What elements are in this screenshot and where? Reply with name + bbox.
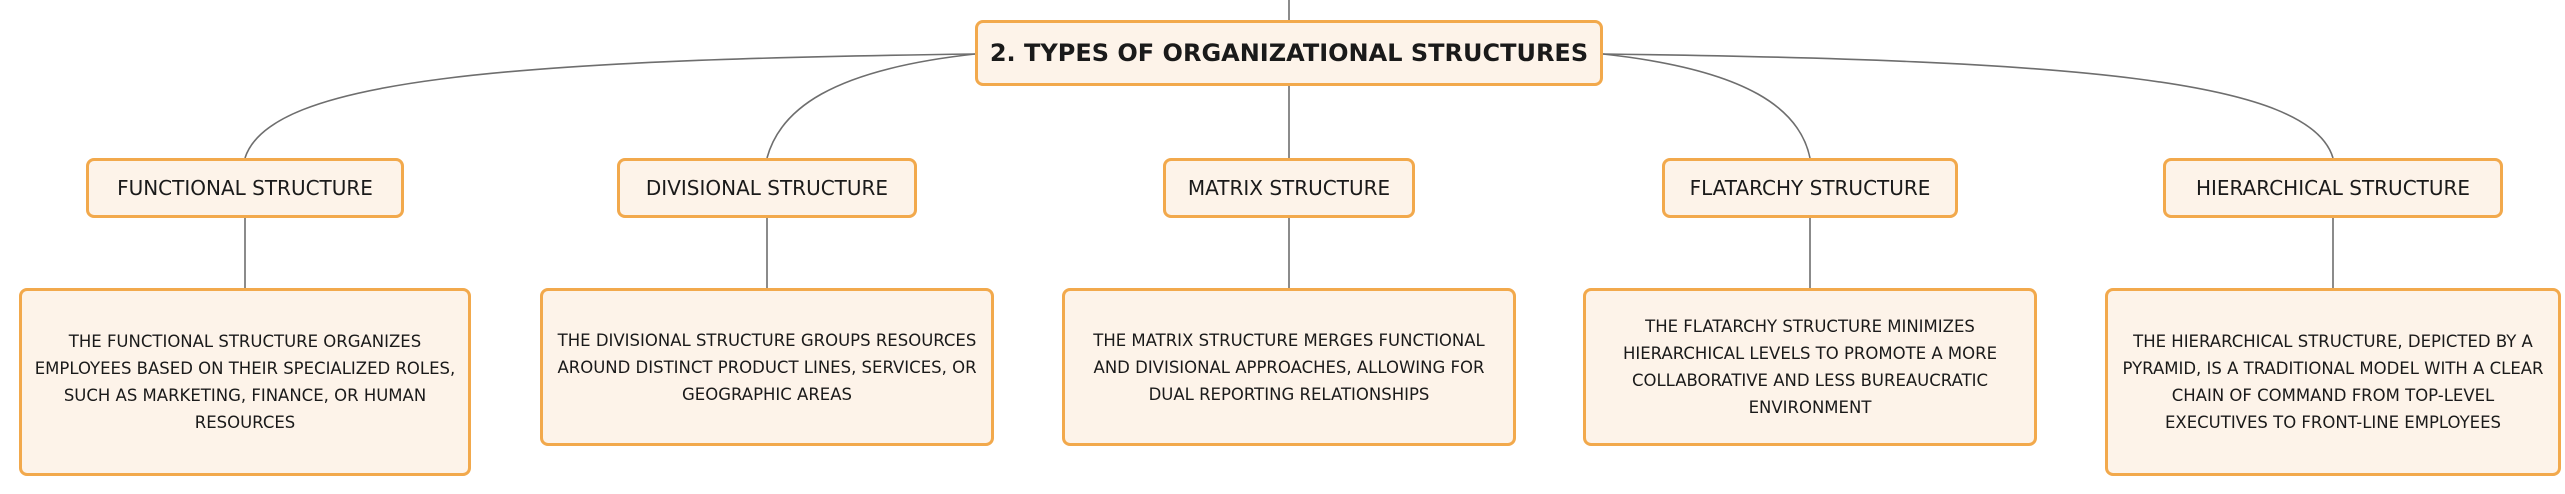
- topic-hierarchical-structure[interactable]: HIERARCHICAL STRUCTURE: [2163, 158, 2503, 218]
- description-divisional-structure[interactable]: THE DIVISIONAL STRUCTURE GROUPS RESOURCE…: [540, 288, 994, 446]
- topic-label: FLATARCHY STRUCTURE: [1689, 176, 1931, 200]
- description-hierarchical-structure[interactable]: THE HIERARCHICAL STRUCTURE, DEPICTED BY …: [2105, 288, 2561, 476]
- description-matrix-structure[interactable]: THE MATRIX STRUCTURE MERGES FUNCTIONAL A…: [1062, 288, 1516, 446]
- topic-matrix-structure[interactable]: MATRIX STRUCTURE: [1163, 158, 1415, 218]
- topic-label: FUNCTIONAL STRUCTURE: [117, 176, 373, 200]
- topic-label: DIVISIONAL STRUCTURE: [645, 176, 889, 200]
- description-flatarchy-structure[interactable]: THE FLATARCHY STRUCTURE MINIMIZES HIERAR…: [1583, 288, 2037, 446]
- connector-root-flatarchy: [1602, 53, 1811, 159]
- root-topic[interactable]: 2. TYPES OF ORGANIZATIONAL STRUCTURES: [975, 20, 1603, 86]
- description-text: THE FLATARCHY STRUCTURE MINIMIZES HIERAR…: [1622, 317, 1998, 417]
- description-functional-structure[interactable]: THE FUNCTIONAL STRUCTURE ORGANIZES EMPLO…: [19, 288, 471, 476]
- topic-label: MATRIX STRUCTURE: [1187, 176, 1391, 200]
- description-text: THE MATRIX STRUCTURE MERGES FUNCTIONAL A…: [1093, 330, 1485, 404]
- topic-flatarchy-structure[interactable]: FLATARCHY STRUCTURE: [1662, 158, 1958, 218]
- root-topic-label: 2. TYPES OF ORGANIZATIONAL STRUCTURES: [989, 39, 1589, 67]
- connector-root-hierarchical: [1602, 53, 2334, 159]
- topic-label: HIERARCHICAL STRUCTURE: [2195, 176, 2471, 200]
- connector-root-functional: [244, 53, 976, 159]
- topic-functional-structure[interactable]: FUNCTIONAL STRUCTURE: [86, 158, 404, 218]
- topic-divisional-structure[interactable]: DIVISIONAL STRUCTURE: [617, 158, 917, 218]
- description-text: THE HIERARCHICAL STRUCTURE, DEPICTED BY …: [2122, 332, 2544, 432]
- description-text: THE DIVISIONAL STRUCTURE GROUPS RESOURCE…: [557, 330, 977, 404]
- description-text: THE FUNCTIONAL STRUCTURE ORGANIZES EMPLO…: [34, 332, 456, 432]
- connector-root-divisional: [766, 53, 976, 159]
